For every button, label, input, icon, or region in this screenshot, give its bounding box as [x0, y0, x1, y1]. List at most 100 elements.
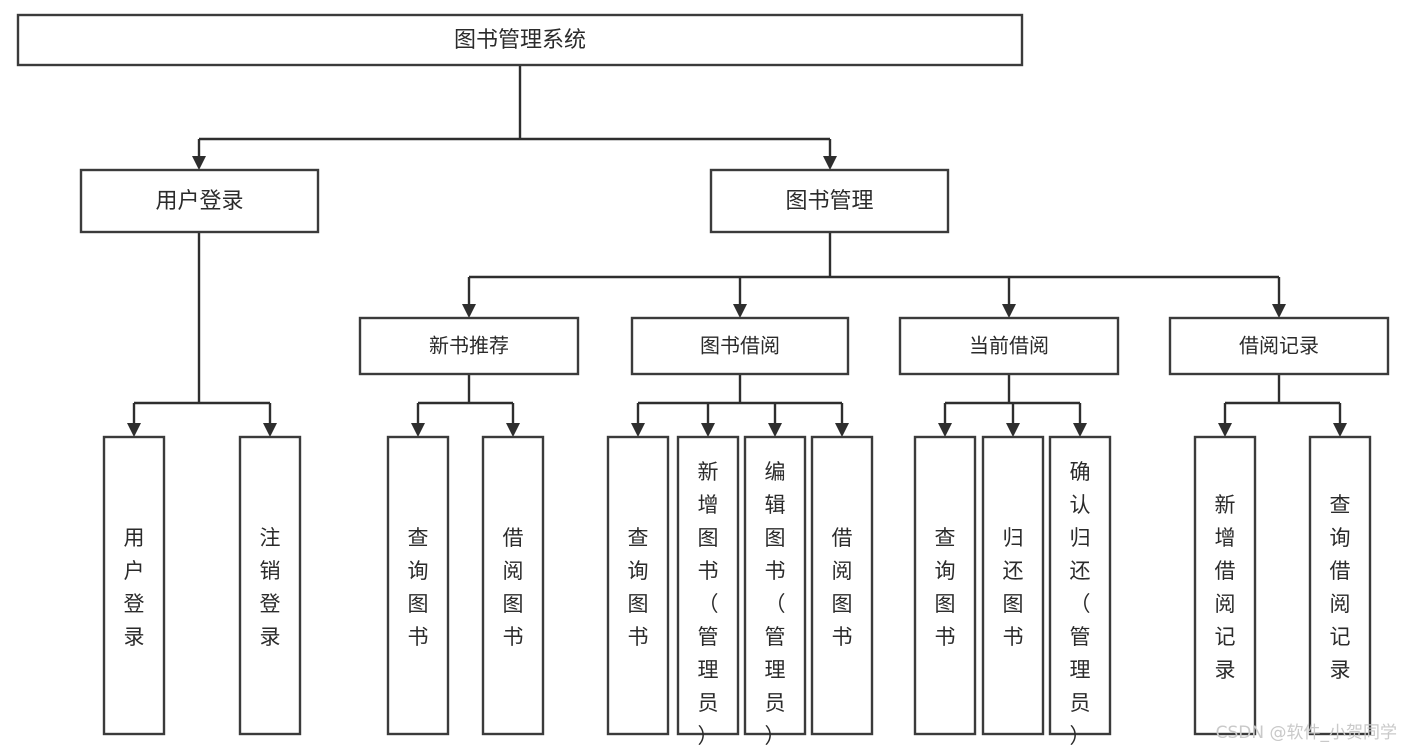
node-leaf-edit-book-admin[interactable]: 编辑图书（管理员）: [743, 435, 807, 747]
node-leaf-user-login[interactable]: 用户登录: [102, 435, 166, 736]
connector-c-leaf-1a: [127, 403, 141, 437]
node-label: 借阅记录: [1239, 334, 1319, 358]
node-label: 用户登录: [155, 189, 243, 214]
arrow-head-icon: [938, 423, 952, 437]
node-current-borrow[interactable]: 当前借阅: [898, 316, 1120, 376]
arrow-head-icon: [127, 423, 141, 437]
connector-c-leaf-4a: [938, 403, 952, 437]
connector-c-leaf-3a: [631, 403, 645, 437]
arrow-head-icon: [411, 423, 425, 437]
arrow-head-icon: [1006, 423, 1020, 437]
arrow-head-icon: [192, 156, 206, 170]
arrow-head-icon: [733, 304, 747, 318]
node-leaf-confirm-return-admin[interactable]: 确认归还（管理员）: [1048, 435, 1112, 747]
node-leaf-return-book[interactable]: 归还图书: [981, 435, 1045, 736]
node-box[interactable]: [898, 316, 1120, 376]
node-new-book-recommend[interactable]: 新书推荐: [358, 316, 580, 376]
connector-c-leaf-3c: [768, 403, 782, 437]
node-box[interactable]: [386, 435, 450, 736]
node-label: 借阅图书: [503, 526, 524, 649]
node-leaf-query-book-rec[interactable]: 查询图书: [386, 435, 450, 736]
node-label: 当前借阅: [969, 334, 1049, 358]
node-user-login[interactable]: 用户登录: [79, 168, 320, 234]
node-box[interactable]: [981, 435, 1045, 736]
node-box[interactable]: [16, 13, 1024, 67]
arrow-head-icon: [1002, 304, 1016, 318]
node-label: 图书借阅: [700, 334, 780, 358]
node-label: 新增图书（管理员）: [698, 460, 719, 747]
node-box[interactable]: [1048, 435, 1112, 736]
arrow-head-icon: [506, 423, 520, 437]
connector-c-leaf-3b: [701, 403, 715, 437]
arrow-head-icon: [263, 423, 277, 437]
node-leaf-borrow-book[interactable]: 借阅图书: [810, 435, 874, 736]
node-box[interactable]: [358, 316, 580, 376]
node-label: 查询图书: [935, 526, 956, 649]
connector-c-leaf-4c: [1073, 403, 1087, 437]
connector-c-leaf-2a: [411, 403, 425, 437]
connector-c-leaf-5a: [1218, 403, 1232, 437]
node-root[interactable]: 图书管理系统: [16, 13, 1024, 67]
node-label: 借阅图书: [832, 526, 853, 649]
arrow-head-icon: [1073, 423, 1087, 437]
node-layer: 图书管理系统用户登录图书管理新书推荐图书借阅当前借阅借阅记录用户登录注销登录查询…: [16, 13, 1390, 747]
connector-c-leaf-1b: [263, 403, 277, 437]
node-label: 新书推荐: [429, 334, 509, 358]
node-box[interactable]: [810, 435, 874, 736]
node-borrow-record[interactable]: 借阅记录: [1168, 316, 1390, 376]
node-box[interactable]: [913, 435, 977, 736]
node-box[interactable]: [1193, 435, 1257, 736]
arrow-head-icon: [768, 423, 782, 437]
arrow-head-icon: [1272, 304, 1286, 318]
node-leaf-query-book-cur[interactable]: 查询图书: [913, 435, 977, 736]
node-label: 新增借阅记录: [1215, 493, 1236, 682]
node-box[interactable]: [743, 435, 807, 736]
connector-c-leaf-5b: [1333, 403, 1347, 437]
connector-c-l3-2: [733, 277, 747, 318]
node-box[interactable]: [630, 316, 850, 376]
connector-c-l3-3: [1002, 277, 1016, 318]
arrow-head-icon: [701, 423, 715, 437]
node-box[interactable]: [676, 435, 740, 736]
node-leaf-query-book-borrow[interactable]: 查询图书: [606, 435, 670, 736]
node-box[interactable]: [481, 435, 545, 736]
arrow-head-icon: [835, 423, 849, 437]
node-book-borrow[interactable]: 图书借阅: [630, 316, 850, 376]
connector-c-bus-user-login: [192, 139, 206, 170]
connector-c-leaf-4b: [1006, 403, 1020, 437]
node-label: 图书管理: [785, 189, 873, 214]
connector-c-l3-4: [1272, 277, 1286, 318]
connector-c-bus-book-manage: [823, 139, 837, 170]
node-box[interactable]: [1308, 435, 1372, 736]
node-label: 查询图书: [408, 526, 429, 649]
node-leaf-borrow-book-rec[interactable]: 借阅图书: [481, 435, 545, 736]
node-leaf-logout-login[interactable]: 注销登录: [238, 435, 302, 736]
node-leaf-query-borrow-record[interactable]: 查询借阅记录: [1308, 435, 1372, 736]
node-box[interactable]: [238, 435, 302, 736]
node-box[interactable]: [102, 435, 166, 736]
arrow-head-icon: [462, 304, 476, 318]
node-leaf-add-book-admin[interactable]: 新增图书（管理员）: [676, 435, 740, 747]
arrow-head-icon: [1333, 423, 1347, 437]
node-label: 归还图书: [1003, 526, 1024, 649]
node-book-manage[interactable]: 图书管理: [709, 168, 950, 234]
connector-c-leaf-3d: [835, 403, 849, 437]
node-box[interactable]: [606, 435, 670, 736]
arrow-head-icon: [631, 423, 645, 437]
node-box[interactable]: [79, 168, 320, 234]
node-label: 确认归还（管理员）: [1070, 460, 1091, 747]
arrow-head-icon: [823, 156, 837, 170]
node-label: 图书管理系统: [454, 28, 586, 53]
node-label: 编辑图书（管理员）: [765, 460, 786, 747]
node-box[interactable]: [709, 168, 950, 234]
node-label: 查询图书: [628, 526, 649, 649]
node-label: 注销登录: [260, 526, 281, 649]
node-box[interactable]: [1168, 316, 1390, 376]
arrow-head-icon: [1218, 423, 1232, 437]
connector-c-leaf-2b: [506, 403, 520, 437]
csdn-watermark: CSDN @软件_小贺同学: [1215, 723, 1397, 743]
node-leaf-add-borrow-record[interactable]: 新增借阅记录: [1193, 435, 1257, 736]
connector-c-l3-1: [462, 277, 476, 318]
